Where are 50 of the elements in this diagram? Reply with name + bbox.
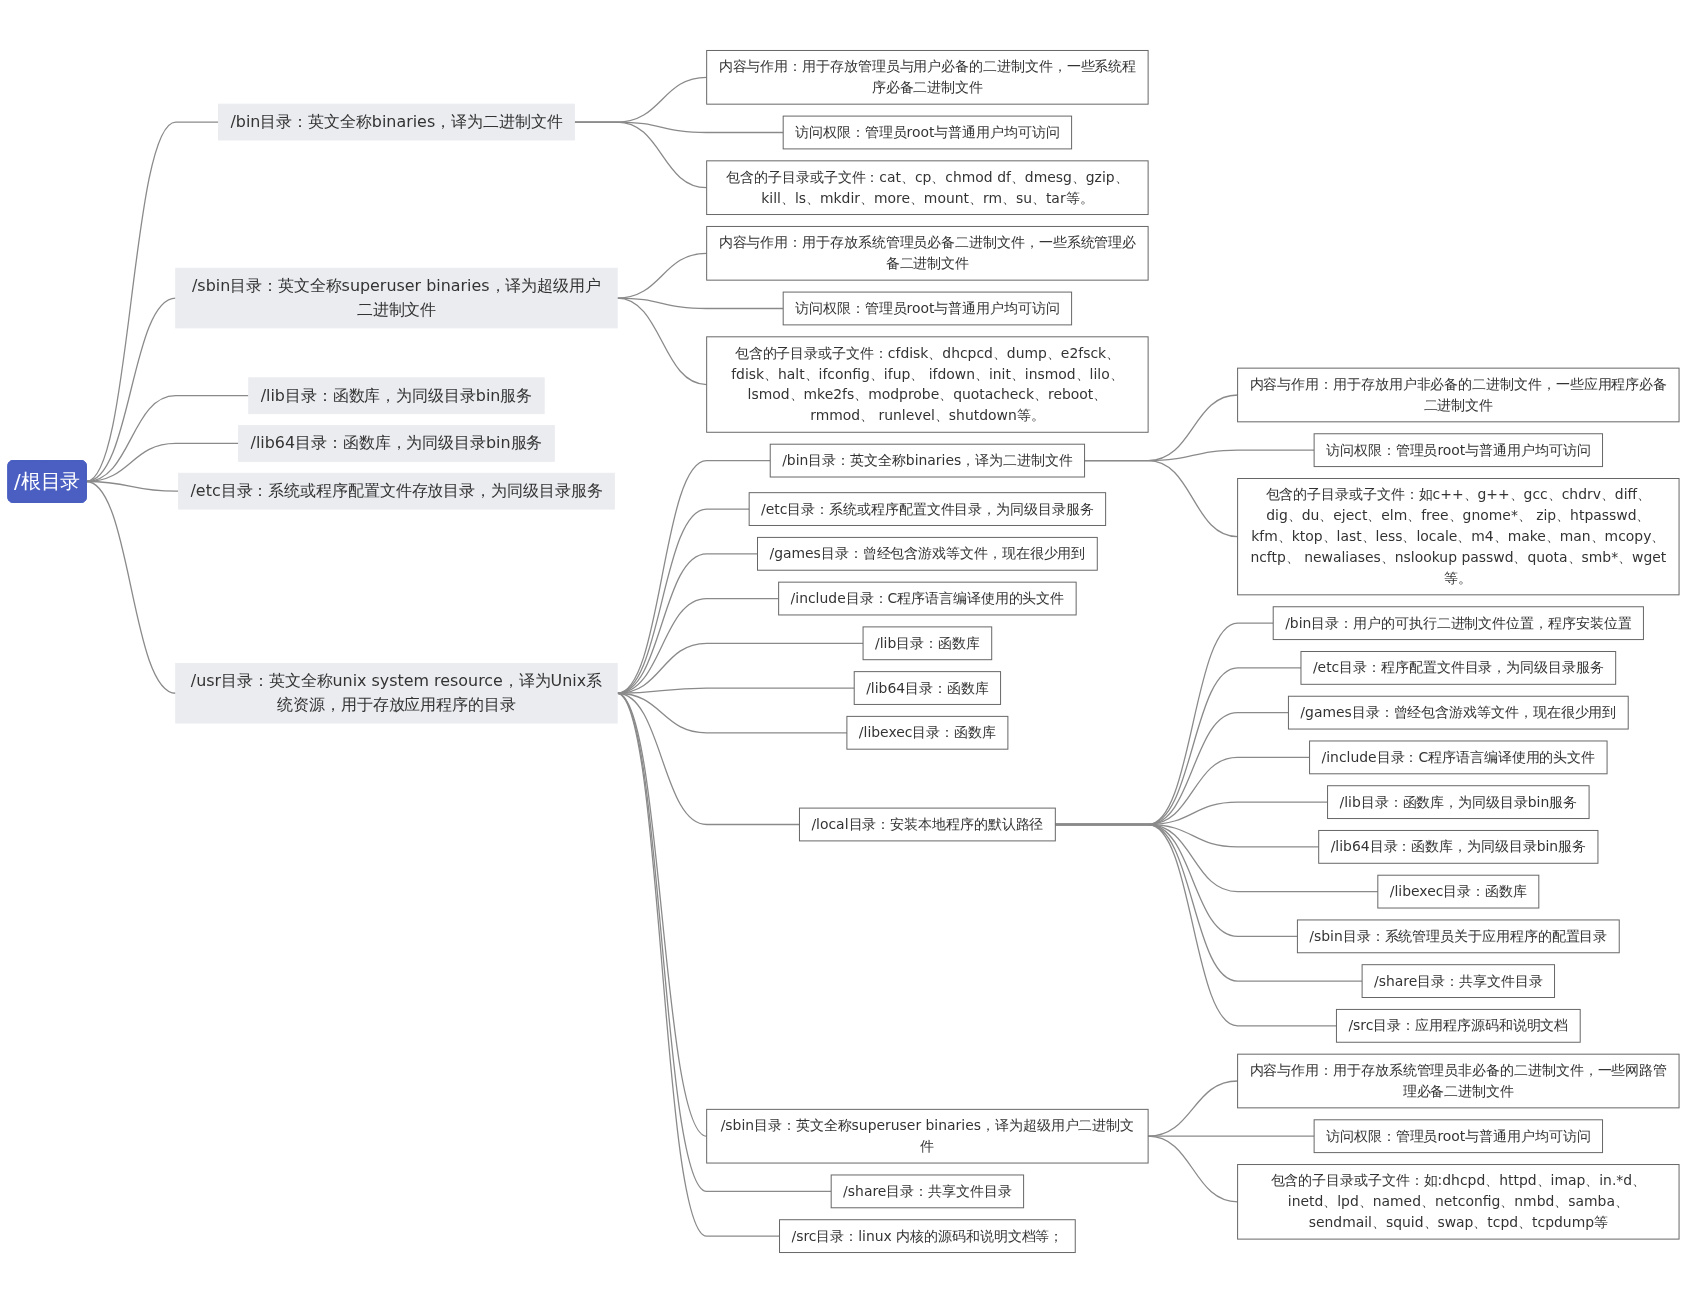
- connector: [616, 692, 781, 1237]
- node-box: 访问权限：管理员root与普通用户均可访问: [1313, 433, 1604, 468]
- connector: [1147, 1080, 1239, 1137]
- node-box: /lib目录：函数库: [862, 626, 993, 661]
- node-box: /games目录：曾经包含游戏等文件，现在很少用到: [1287, 695, 1629, 730]
- connector: [616, 297, 708, 386]
- node-box: /include目录：C程序语言编译使用的头文件: [1309, 740, 1608, 775]
- node-box: /sbin目录：英文全称superuser binaries，译为超级用户二进制文件: [175, 267, 618, 329]
- connector: [573, 121, 708, 189]
- node-box: /lib64目录：函数库: [853, 671, 1002, 705]
- node-box: 内容与作用：用于存放管理员与用户必备的二进制文件，一些系统程序必备二进制文件: [706, 49, 1149, 105]
- node-box: /bin目录：用户的可执行二进制文件位置，程序安装位置: [1272, 606, 1644, 641]
- node-box: /lib目录：函数库，为同级目录bin服务: [248, 377, 545, 415]
- node-box: 访问权限：管理员root与普通用户均可访问: [1313, 1119, 1604, 1154]
- node-box: 访问权限：管理员root与普通用户均可访问: [782, 291, 1073, 326]
- node-box: /lib64目录：函数库，为同级目录bin服务: [1318, 829, 1599, 864]
- node-box: /src目录：应用程序源码和说明文档: [1335, 1008, 1581, 1043]
- node-box: /etc目录：程序配置文件目录，为同级目录服务: [1300, 651, 1617, 685]
- node-box: 访问权限：管理员root与普通用户均可访问: [782, 115, 1073, 150]
- node-box: 内容与作用：用于存放系统管理员非必备的二进制文件，一些网路管理必备二进制文件: [1237, 1053, 1680, 1109]
- node-box: /libexec目录：函数库: [846, 715, 1009, 750]
- connector: [616, 642, 864, 694]
- node-box: 内容与作用：用于存放系统管理员必备二进制文件，一些系统管理必备二进制文件: [706, 225, 1149, 281]
- node-box: 包含的子目录或子文件：如c++、g++、gcc、chdrv、diff、dig、du、eject、elm、free、gnome*、 zip、htpasswd、kfm、ktop、last、less、locale、m4、make、man、mcopy、ncftp、 newaliases、nslookup passwd、quota、smb*、wget等。: [1237, 478, 1680, 596]
- node-box: /local目录：安装本地程序的默认路径: [798, 807, 1056, 842]
- connector: [1054, 823, 1338, 1027]
- node-box: /libexec目录：函数库: [1377, 874, 1540, 909]
- node-box: /share目录：共享文件目录: [830, 1174, 1025, 1209]
- node-box: 包含的子目录或子文件：cfdisk、dhcpcd、dump、e2fsck、fdisk、halt、ifconfig、ifup、 ifdown、init、insmod、lilo、lsmod、mke2fs、modprobe、quotacheck、reboot、rmmod、 runlevel、shutdown等。: [706, 336, 1149, 433]
- connector: [1147, 1135, 1239, 1203]
- connector: [85, 121, 220, 483]
- node-box: /bin目录：英文全称binaries，译为二进制文件: [769, 443, 1086, 478]
- node-box: 包含的子目录或子文件：cat、cp、chmod df、dmesg、gzip、kill、ls、mkdir、more、mount、rm、su、tar等。: [706, 160, 1149, 216]
- node-box: /lib目录：函数库，为同级目录bin服务: [1327, 785, 1590, 820]
- node-box: /sbin目录：英文全称superuser binaries，译为超级用户二进制文件: [706, 1108, 1149, 1164]
- node-box: /sbin目录：系统管理员关于应用程序的配置目录: [1296, 919, 1620, 954]
- connector: [616, 297, 784, 310]
- node-box: 包含的子目录或子文件：如:dhcpd、httpd、imap、in.*d、inetd、lpd、named、netconfig、nmbd、samba、sendmail、squid、swap、tcpd、tcpdump等: [1237, 1164, 1680, 1240]
- node-box: /lib64目录：函数库，为同级目录bin服务: [238, 425, 555, 462]
- node-box: /share目录：共享文件目录: [1361, 964, 1556, 998]
- node-box: /src目录：linux 内核的源码和说明文档等；: [779, 1219, 1076, 1254]
- node-box: /usr目录：英文全称unix system resource，译为Unix系统资源，用于存放应用程序的目录: [175, 662, 618, 724]
- node-box: /include目录：C程序语言编译使用的头文件: [778, 581, 1077, 616]
- node-box: /etc目录：系统或程序配置文件存放目录，为同级目录服务: [178, 472, 615, 510]
- node-box: /etc目录：系统或程序配置文件目录，为同级目录服务: [748, 492, 1107, 526]
- connector: [1083, 459, 1239, 538]
- node-box: /bin目录：英文全称binaries，译为二进制文件: [218, 103, 575, 141]
- node-box: /games目录：曾经包含游戏等文件，现在很少用到: [757, 536, 1098, 571]
- connector: [85, 480, 177, 694]
- node-box: 内容与作用：用于存放用户非必备的二进制文件，一些应用程序必备二进制文件: [1237, 367, 1680, 423]
